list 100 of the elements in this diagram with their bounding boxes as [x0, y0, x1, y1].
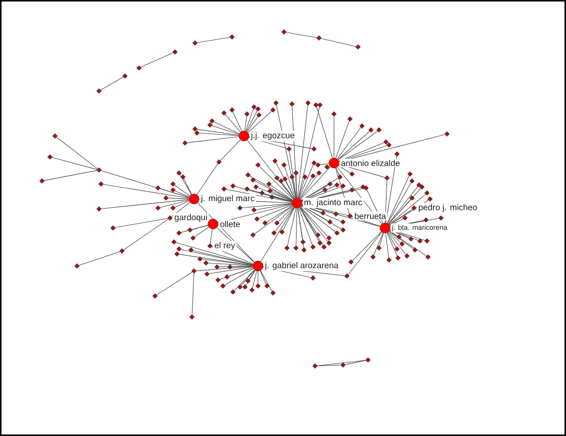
link-line	[298, 208, 313, 246]
link-line	[336, 127, 362, 160]
link-line	[352, 216, 380, 227]
link-line	[208, 262, 254, 266]
link-line	[258, 187, 292, 202]
link-line	[196, 163, 218, 195]
link-line	[338, 145, 388, 162]
link-line	[296, 208, 298, 246]
link-line	[180, 225, 208, 233]
link-line	[270, 184, 293, 200]
link-line	[298, 106, 320, 198]
link-line	[298, 208, 304, 248]
link-line	[286, 32, 318, 38]
link-line	[338, 130, 370, 160]
link-line	[338, 134, 446, 162]
node-label: gardoqui	[174, 214, 207, 222]
link-line	[249, 176, 293, 201]
link-line	[240, 270, 255, 286]
link-line	[336, 166, 382, 224]
link-line	[259, 166, 294, 200]
link-line	[338, 164, 386, 178]
link-line	[389, 208, 413, 226]
link-line	[140, 52, 174, 68]
link-line	[256, 204, 292, 210]
link-line	[254, 180, 293, 201]
link-line	[272, 192, 292, 202]
link-line	[344, 360, 366, 365]
link-line	[374, 232, 384, 256]
link-line	[316, 106, 333, 158]
link-line	[174, 190, 190, 198]
link-line	[262, 266, 312, 278]
link-line	[300, 206, 336, 232]
link-line	[388, 230, 414, 250]
link-line	[301, 178, 339, 201]
link-line	[300, 174, 318, 200]
link-line	[385, 232, 389, 258]
link-line	[258, 204, 292, 218]
link-line	[388, 231, 401, 243]
link-line	[199, 132, 240, 136]
link-line	[197, 202, 255, 262]
link-line	[209, 266, 254, 274]
link-line	[174, 184, 190, 196]
link-line	[292, 178, 296, 198]
link-line	[388, 199, 412, 224]
link-line	[216, 227, 254, 263]
link-line	[248, 137, 288, 149]
link-line	[176, 242, 254, 265]
node-label: berrueta	[354, 212, 386, 220]
link-line	[320, 38, 356, 47]
link-line	[335, 168, 350, 214]
link-line	[78, 251, 120, 266]
link-line	[180, 174, 192, 195]
link-line	[278, 206, 294, 222]
node-label: j.j. egozcue	[250, 132, 294, 140]
link-line	[168, 198, 190, 200]
link-line	[389, 230, 398, 236]
link-line	[260, 270, 272, 292]
link-line	[317, 364, 341, 366]
link-line	[390, 230, 418, 241]
link-line	[234, 270, 255, 291]
link-line	[302, 204, 322, 213]
link-line	[56, 136, 98, 170]
link-line	[52, 157, 98, 170]
link-line	[300, 206, 328, 242]
link-line	[248, 270, 256, 280]
link-line	[226, 189, 292, 202]
link-line	[246, 270, 256, 286]
link-line	[389, 200, 429, 226]
link-line	[317, 360, 366, 366]
link-line	[338, 165, 351, 174]
link-line	[352, 231, 382, 261]
link-line	[297, 105, 308, 198]
link-line	[100, 76, 124, 90]
link-line	[246, 110, 258, 132]
link-line	[299, 177, 312, 199]
link-line	[242, 203, 292, 208]
link-line	[282, 207, 295, 231]
link-line	[388, 232, 406, 255]
link-line	[103, 184, 190, 198]
link-line	[220, 140, 241, 161]
link-line	[302, 204, 334, 214]
link-line	[274, 206, 294, 232]
link-line	[299, 207, 324, 246]
link-line	[298, 178, 305, 198]
node-label: el rey	[214, 242, 236, 250]
link-line	[386, 232, 398, 256]
link-line	[210, 228, 213, 244]
link-line	[197, 37, 230, 43]
link-line	[160, 200, 190, 208]
link-line	[194, 226, 209, 238]
link-line	[212, 125, 240, 135]
link-line	[214, 122, 240, 134]
link-line	[262, 266, 345, 276]
link-line	[184, 178, 192, 195]
link-line	[282, 182, 294, 200]
link-line	[387, 232, 396, 248]
node-label: m. jacinto marc	[304, 199, 362, 207]
link-line	[299, 207, 320, 242]
link-line	[192, 273, 194, 315]
link-line	[245, 108, 254, 132]
